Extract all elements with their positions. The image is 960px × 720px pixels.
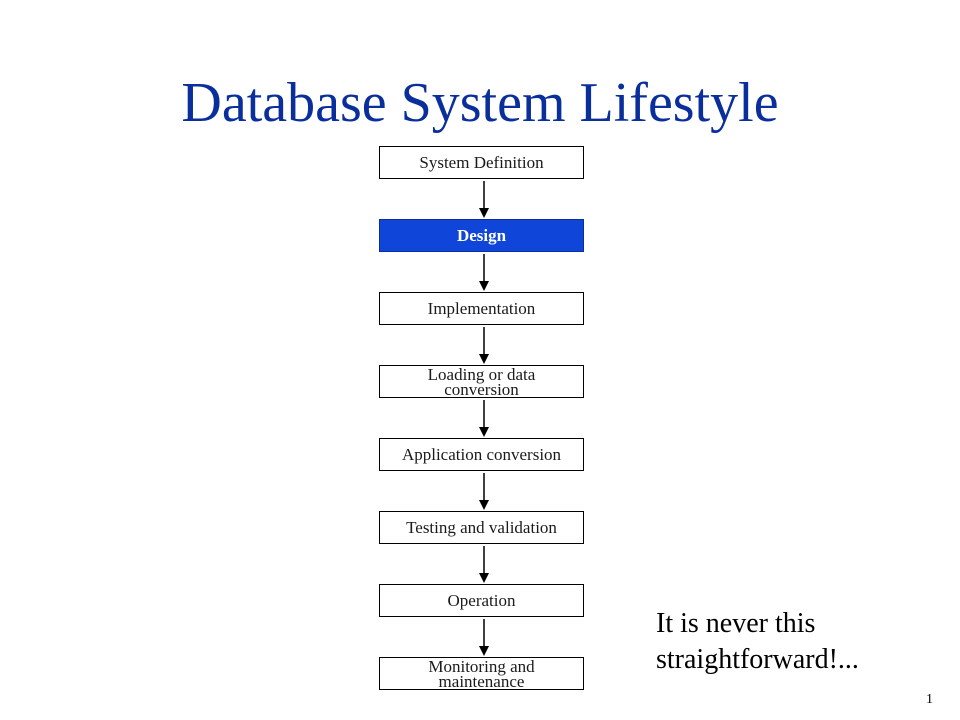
slide-title: Database System Lifestyle bbox=[181, 72, 779, 134]
step-label: Design bbox=[456, 226, 507, 245]
step-label: Application conversion bbox=[401, 445, 562, 464]
step-testing-and-validation: Testing and validation bbox=[379, 511, 584, 544]
step-label: Loading or data conversion bbox=[427, 364, 536, 399]
step-label: Implementation bbox=[427, 299, 536, 318]
step-label: Testing and validation bbox=[406, 518, 557, 537]
side-note-line-2: straightforward!... bbox=[656, 644, 859, 675]
side-note-line-1: It is never this bbox=[656, 608, 816, 639]
side-note: It is never this straightforward!... bbox=[656, 606, 916, 678]
step-implementation: Implementation bbox=[379, 292, 584, 325]
step-loading-or-data-conversion: Loading or data conversion bbox=[379, 365, 584, 398]
step-label: Operation bbox=[447, 591, 516, 610]
step-label: Monitoring and maintenance bbox=[428, 656, 535, 691]
step-system-definition: System Definition bbox=[379, 146, 584, 179]
step-monitoring-and-maintenance: Monitoring and maintenance bbox=[379, 657, 584, 690]
page-number: 1 bbox=[926, 692, 933, 707]
step-operation: Operation bbox=[379, 584, 584, 617]
step-design: Design bbox=[379, 219, 584, 252]
step-application-conversion: Application conversion bbox=[379, 438, 584, 471]
step-label: System Definition bbox=[419, 153, 544, 172]
